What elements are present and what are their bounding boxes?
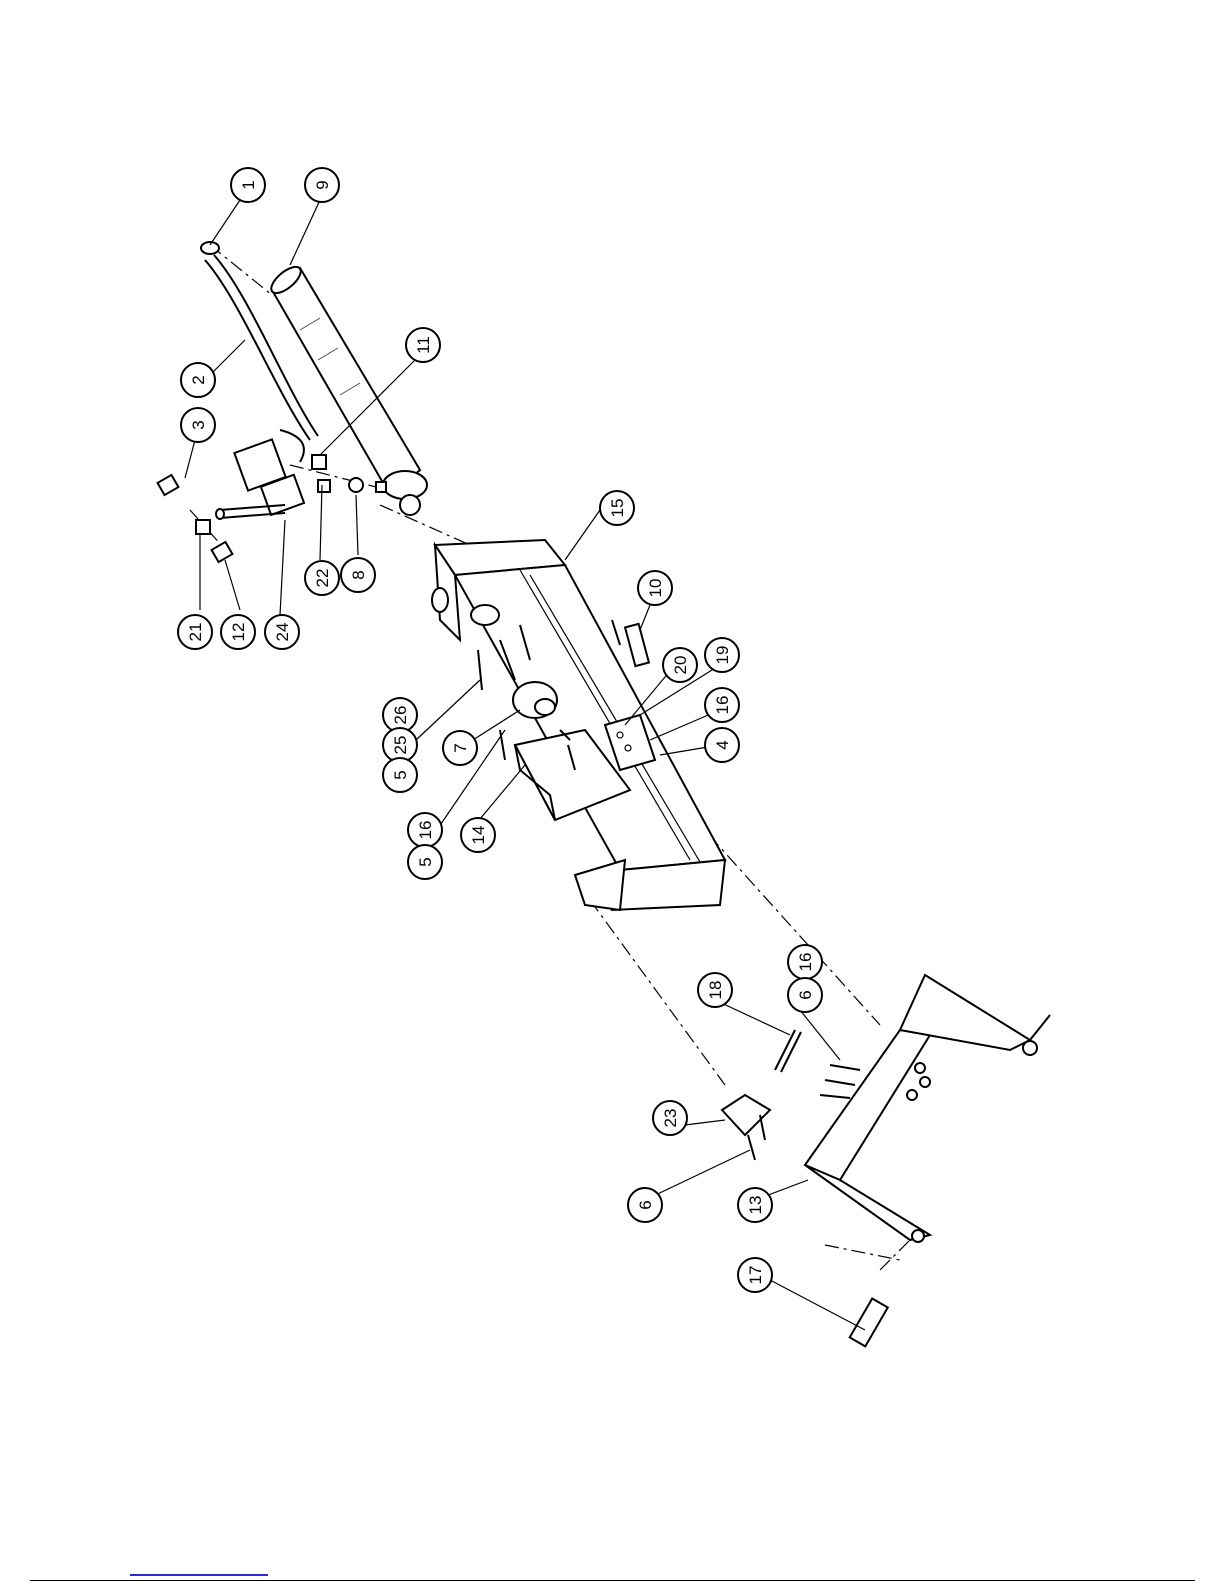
svg-text:2: 2 — [189, 375, 208, 384]
svg-text:1: 1 — [239, 180, 258, 189]
callout-16: 16 — [705, 688, 739, 722]
callout-21: 21 — [178, 615, 212, 649]
lower-frame-part — [805, 975, 1050, 1242]
callout-1: 1 — [231, 168, 265, 202]
svg-text:16: 16 — [713, 696, 732, 715]
svg-text:16: 16 — [796, 953, 815, 972]
callout-18: 18 — [698, 973, 732, 1007]
callout-20: 20 — [663, 648, 697, 682]
callout-16-b: 16 — [408, 813, 442, 847]
callout-26: 26 — [383, 698, 417, 732]
svg-text:15: 15 — [608, 499, 627, 518]
callout-24: 24 — [265, 615, 299, 649]
pivot-fitting-part — [850, 1298, 888, 1346]
control-valve-part — [216, 430, 304, 519]
callout-14: 14 — [461, 818, 495, 852]
footer-link-underline[interactable] — [130, 1574, 268, 1576]
callout-6-b: 6 — [628, 1188, 662, 1222]
svg-text:25: 25 — [391, 736, 410, 755]
svg-text:26: 26 — [391, 706, 410, 725]
callout-3: 3 — [181, 408, 215, 442]
svg-text:10: 10 — [646, 579, 665, 598]
callout-5: 5 — [383, 758, 417, 792]
lower-bolts-group — [820, 1065, 860, 1098]
svg-text:13: 13 — [746, 1196, 765, 1215]
svg-text:11: 11 — [414, 336, 433, 354]
callout-15: 15 — [600, 491, 634, 525]
callout-23: 23 — [653, 1101, 687, 1135]
main-frame-part — [432, 540, 725, 910]
footer-divider — [30, 1580, 1195, 1581]
svg-text:3: 3 — [189, 420, 208, 429]
leader-lines — [185, 200, 865, 1330]
callout-9: 9 — [305, 168, 339, 202]
callout-25: 25 — [383, 728, 417, 762]
svg-text:16: 16 — [416, 821, 435, 840]
callout-11: 11 — [406, 328, 440, 362]
svg-text:4: 4 — [713, 740, 732, 749]
svg-text:5: 5 — [416, 857, 435, 866]
callout-10: 10 — [638, 571, 672, 605]
svg-text:5: 5 — [391, 770, 410, 779]
svg-text:7: 7 — [451, 743, 470, 752]
callout-4: 4 — [705, 728, 739, 762]
clevis-part — [513, 682, 557, 718]
callout-2: 2 — [181, 363, 215, 397]
callout-6: 6 — [788, 978, 822, 1012]
svg-text:8: 8 — [349, 570, 368, 579]
svg-text:17: 17 — [746, 1266, 765, 1285]
pin-part — [612, 620, 649, 666]
svg-text:14: 14 — [469, 826, 488, 845]
svg-text:20: 20 — [671, 656, 690, 675]
callout-5-b: 5 — [408, 845, 442, 879]
svg-text:24: 24 — [273, 623, 292, 642]
callout-16-c: 16 — [788, 945, 822, 979]
svg-text:19: 19 — [713, 646, 732, 665]
hinge-part — [722, 1095, 770, 1160]
svg-text:23: 23 — [661, 1109, 680, 1128]
callout-17: 17 — [738, 1258, 772, 1292]
rod-part — [775, 1030, 801, 1072]
svg-text:6: 6 — [636, 1200, 655, 1209]
svg-text:6: 6 — [796, 990, 815, 999]
svg-text:21: 21 — [186, 623, 205, 642]
callout-8: 8 — [341, 558, 375, 592]
callout-7: 7 — [443, 731, 477, 765]
callout-22: 22 — [305, 561, 339, 595]
callout-12: 12 — [221, 615, 255, 649]
callout-13: 13 — [738, 1188, 772, 1222]
svg-text:12: 12 — [229, 623, 248, 642]
svg-text:9: 9 — [313, 180, 332, 189]
callout-19: 19 — [705, 638, 739, 672]
svg-text:22: 22 — [313, 569, 332, 588]
svg-text:18: 18 — [706, 981, 725, 1000]
